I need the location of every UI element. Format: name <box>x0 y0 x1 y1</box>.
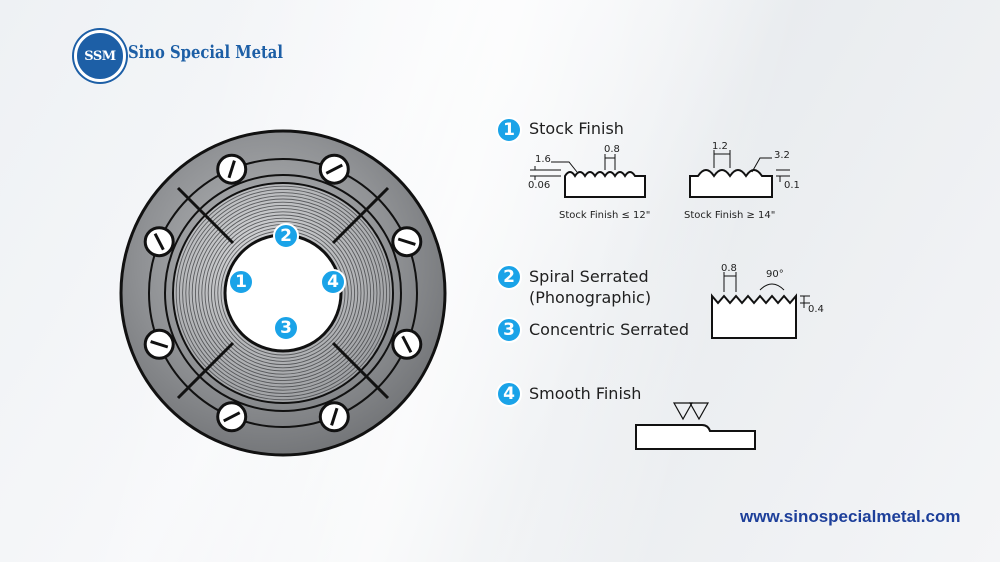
flange-marker-4: 4 <box>320 269 346 295</box>
bolt-hole <box>216 401 248 433</box>
bolt-hole <box>143 226 175 258</box>
serrated-profile: 0.8 90° 0.4 <box>711 263 824 339</box>
item-number-2: 2 <box>496 264 522 290</box>
item-number-3: 3 <box>496 317 522 343</box>
company-logo[interactable]: SSM Sino Special Metal <box>74 30 283 82</box>
bolt-hole <box>143 328 175 360</box>
quadrant-dividers <box>176 186 390 400</box>
item-number-4: 4 <box>496 381 522 407</box>
profile-outline <box>689 169 773 198</box>
bolt-hole <box>216 153 248 185</box>
dim-depth-small: 0.06 <box>528 180 550 191</box>
flange-marker-3: 3 <box>273 315 299 341</box>
dim-radius-large: 3.2 <box>774 150 790 161</box>
flange-diagram <box>119 129 447 457</box>
phonographic-label: (Phonographic) <box>529 288 652 307</box>
dim-depth-large: 0.1 <box>784 180 800 191</box>
caption-small: Stock Finish ≤ 12" <box>559 210 650 221</box>
surface-finish-symbol-2 <box>688 402 710 421</box>
dim-pitch-large: 1.2 <box>712 141 728 152</box>
bolt-hole <box>318 153 350 185</box>
concentric-serrated-label: Concentric Serrated <box>529 320 690 339</box>
bolt-hole <box>391 226 423 258</box>
surface-finish-symbol-1 <box>672 402 694 421</box>
profile-outline <box>711 293 797 339</box>
bolt-circle-line <box>148 158 418 428</box>
bolt-hole <box>318 401 350 433</box>
stock-finish-label: Stock Finish <box>529 119 624 138</box>
website-link[interactable]: www.sinospecialmetal.com <box>740 507 961 526</box>
flange-marker-2: 2 <box>273 223 299 249</box>
dim-pitch-small: 0.8 <box>604 144 620 155</box>
dim-serration-depth: 0.4 <box>808 304 824 315</box>
item-number-1: 1 <box>496 117 522 143</box>
raised-face-edge <box>164 174 402 412</box>
dim-serration-angle: 90° <box>766 269 784 280</box>
caption-large: Stock Finish ≥ 14" <box>684 210 775 221</box>
stock-finish-large-profile: 1.2 3.2 0.1 Stock Finish ≥ 14" <box>684 141 800 221</box>
bolt-hole <box>391 328 423 360</box>
flange-marker-1: 1 <box>228 269 254 295</box>
dim-serration-pitch: 0.8 <box>721 263 737 274</box>
profile-outline <box>635 424 756 450</box>
stock-finish-small-profile: 0.8 1.6 0.06 Stock Finish ≤ 12" <box>528 144 650 221</box>
smooth-finish-profile <box>635 402 756 450</box>
dim-radius-small: 1.6 <box>535 154 551 165</box>
spiral-serrated-label: Spiral Serrated <box>529 267 649 286</box>
logo-badge: SSM <box>74 30 126 82</box>
bolt-holes <box>143 153 423 433</box>
smooth-finish-label: Smooth Finish <box>529 384 642 403</box>
logo-name: Sino Special Metal <box>128 42 283 63</box>
profile-outline <box>564 171 646 198</box>
